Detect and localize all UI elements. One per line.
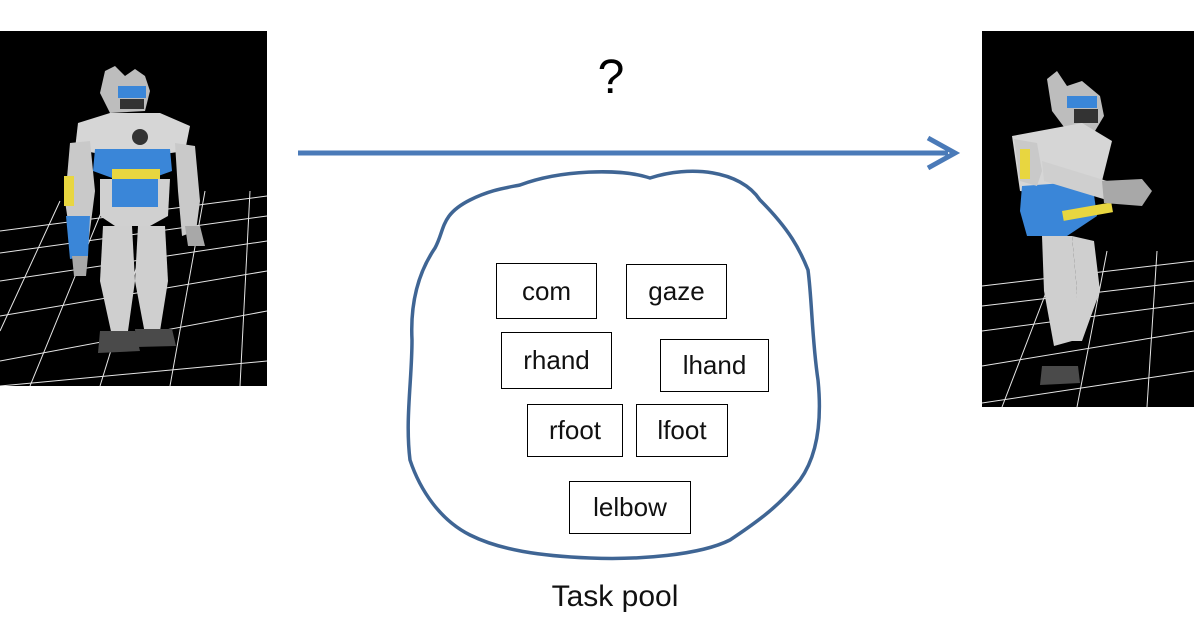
task-gaze: gaze <box>626 264 727 319</box>
task-lfoot: lfoot <box>636 404 728 457</box>
task-rhand: rhand <box>501 332 612 389</box>
question-mark: ? <box>597 51 625 104</box>
task-pool-outline <box>406 169 822 561</box>
arrow-head <box>926 135 961 171</box>
task-com: com <box>496 263 597 319</box>
robot-standing-image <box>0 31 267 386</box>
task-lelbow: lelbow <box>569 481 691 534</box>
task-rfoot: rfoot <box>527 404 623 457</box>
robot-leaning-image <box>982 31 1194 407</box>
robot-leaning-drawing <box>982 71 1194 407</box>
task-lhand: lhand <box>660 339 769 392</box>
robot-standing-drawing <box>0 66 267 386</box>
task-pool-label: Task pool <box>551 580 679 613</box>
